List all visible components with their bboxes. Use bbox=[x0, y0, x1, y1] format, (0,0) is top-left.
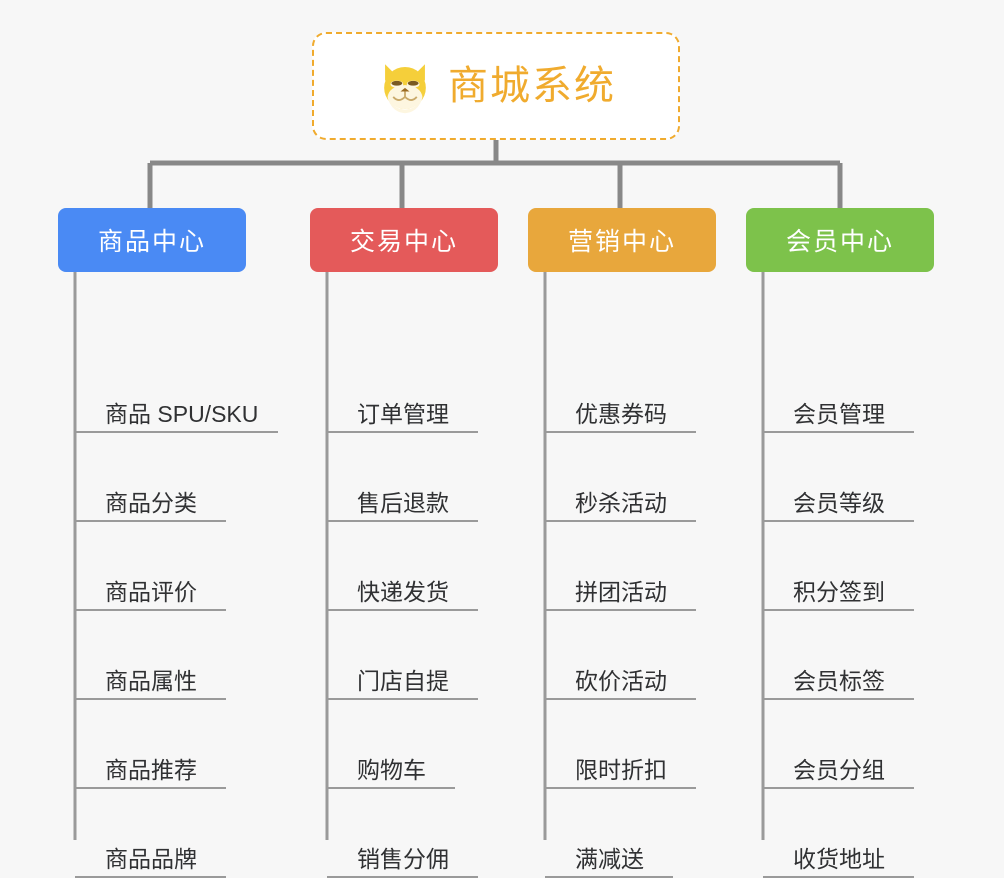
category-header-label: 交易中心 bbox=[349, 228, 458, 256]
leaf-item[interactable]: 积分签到 bbox=[763, 522, 934, 611]
leaf-underline bbox=[327, 520, 478, 522]
category-header-marketing-center[interactable]: 营销中心 bbox=[528, 208, 716, 272]
category-header-member-center[interactable]: 会员中心 bbox=[746, 208, 934, 272]
category-header-trade-center[interactable]: 交易中心 bbox=[310, 208, 498, 272]
leaf-list-marketing-center: 优惠券码秒杀活动拼团活动砍价活动限时折扣满减送 bbox=[545, 344, 716, 878]
leaf-item[interactable]: 商品分类 bbox=[75, 433, 246, 522]
leaf-underline bbox=[327, 787, 455, 789]
leaf-underline bbox=[763, 787, 914, 789]
leaf-item-label: 商品分类 bbox=[105, 489, 197, 516]
leaf-item-label: 商品属性 bbox=[105, 667, 197, 694]
leaf-item-label: 门店自提 bbox=[357, 667, 449, 694]
leaf-underline bbox=[75, 520, 226, 522]
leaf-item-label: 会员标签 bbox=[793, 667, 885, 694]
leaf-item-label: 砍价活动 bbox=[575, 667, 667, 694]
leaf-item[interactable]: 商品 SPU/SKU bbox=[75, 344, 278, 433]
category-column-product-center: 商品中心商品 SPU/SKU 商品分类商品评价商品属性商品推荐商品品牌 bbox=[58, 208, 278, 878]
leaf-item-label: 快递发货 bbox=[357, 578, 449, 605]
category-header-label: 会员中心 bbox=[785, 228, 894, 256]
leaf-item[interactable]: 收货地址 bbox=[763, 789, 934, 878]
leaf-item-label: 商品 SPU/SKU bbox=[105, 400, 259, 427]
category-header-product-center[interactable]: 商品中心 bbox=[58, 208, 246, 272]
mindmap-canvas: 商城系统 商品中心商品 SPU/SKU 商品分类商品评价商品属性商品推荐商品品牌 交… bbox=[58, 32, 934, 878]
leaf-item[interactable]: 会员标签 bbox=[763, 611, 934, 700]
leaf-list-trade-center: 订单管理售后退款快递发货门店自提购物车销售分佣 bbox=[327, 344, 498, 878]
leaf-list-product-center: 商品 SPU/SKU 商品分类商品评价商品属性商品推荐商品品牌 bbox=[75, 344, 278, 878]
leaf-item-label: 满减送 bbox=[575, 845, 644, 872]
leaf-item-label: 商品评价 bbox=[105, 578, 197, 605]
leaf-item[interactable]: 商品属性 bbox=[75, 611, 246, 700]
leaf-item[interactable]: 满减送 bbox=[545, 789, 716, 878]
leaf-list-member-center: 会员管理会员等级积分签到会员标签会员分组收货地址 bbox=[763, 344, 934, 878]
leaf-item[interactable]: 优惠券码 bbox=[545, 344, 716, 433]
leaf-item[interactable]: 秒杀活动 bbox=[545, 433, 716, 522]
leaf-item[interactable]: 商品品牌 bbox=[75, 789, 246, 878]
leaf-item-label: 积分签到 bbox=[793, 578, 885, 605]
leaf-item[interactable]: 快递发货 bbox=[327, 522, 498, 611]
leaf-item-label: 收货地址 bbox=[793, 845, 885, 872]
category-header-label: 商品中心 bbox=[97, 228, 206, 256]
category-column-marketing-center: 营销中心优惠券码秒杀活动拼团活动砍价活动限时折扣满减送 bbox=[528, 208, 716, 878]
leaf-underline bbox=[75, 698, 226, 700]
leaf-item-label: 购物车 bbox=[357, 756, 426, 783]
leaf-underline bbox=[545, 609, 696, 611]
leaf-item[interactable]: 销售分佣 bbox=[327, 789, 498, 878]
category-column-trade-center: 交易中心订单管理售后退款快递发货门店自提购物车销售分佣 bbox=[310, 208, 498, 878]
leaf-item-label: 会员等级 bbox=[793, 489, 885, 516]
leaf-underline bbox=[545, 520, 696, 522]
leaf-item[interactable]: 拼团活动 bbox=[545, 522, 716, 611]
leaf-item[interactable]: 砍价活动 bbox=[545, 611, 716, 700]
shiba-dog-face-icon bbox=[384, 64, 426, 114]
leaf-underline bbox=[75, 609, 226, 611]
leaf-item-label: 秒杀活动 bbox=[575, 489, 667, 516]
leaf-underline bbox=[327, 431, 478, 433]
leaf-item[interactable]: 门店自提 bbox=[327, 611, 498, 700]
leaf-item[interactable]: 售后退款 bbox=[327, 433, 498, 522]
leaf-underline bbox=[545, 698, 696, 700]
leaf-item-label: 订单管理 bbox=[357, 400, 449, 427]
category-column-member-center: 会员中心会员管理会员等级积分签到会员标签会员分组收货地址 bbox=[746, 208, 934, 878]
leaf-underline bbox=[545, 431, 696, 433]
leaf-item[interactable]: 商品评价 bbox=[75, 522, 246, 611]
leaf-underline bbox=[75, 787, 226, 789]
leaf-underline bbox=[327, 609, 478, 611]
leaf-item-label: 会员分组 bbox=[793, 756, 885, 783]
leaf-item[interactable]: 购物车 bbox=[327, 700, 498, 789]
leaf-item[interactable]: 会员分组 bbox=[763, 700, 934, 789]
leaf-underline bbox=[763, 431, 914, 433]
page-title: 商城系统 bbox=[448, 64, 616, 108]
leaf-item[interactable]: 商品推荐 bbox=[75, 700, 246, 789]
leaf-item-label: 商品推荐 bbox=[105, 756, 197, 783]
category-header-label: 营销中心 bbox=[567, 228, 676, 256]
leaf-item-label: 商品品牌 bbox=[105, 845, 197, 872]
leaf-item[interactable]: 限时折扣 bbox=[545, 700, 716, 789]
root-node[interactable]: 商城系统 bbox=[312, 32, 680, 140]
leaf-item[interactable]: 会员管理 bbox=[763, 344, 934, 433]
leaf-item-label: 销售分佣 bbox=[357, 845, 449, 872]
leaf-underline bbox=[545, 787, 696, 789]
leaf-item-label: 优惠券码 bbox=[575, 400, 667, 427]
leaf-item[interactable]: 会员等级 bbox=[763, 433, 934, 522]
leaf-item-label: 拼团活动 bbox=[575, 578, 667, 605]
leaf-underline bbox=[763, 609, 914, 611]
leaf-item[interactable]: 订单管理 bbox=[327, 344, 498, 433]
leaf-underline bbox=[327, 698, 478, 700]
leaf-item-label: 限时折扣 bbox=[575, 756, 667, 783]
leaf-item-label: 会员管理 bbox=[793, 400, 885, 427]
leaf-underline bbox=[763, 520, 914, 522]
leaf-underline bbox=[763, 698, 914, 700]
leaf-item-label: 售后退款 bbox=[357, 489, 449, 516]
leaf-underline bbox=[75, 431, 278, 433]
